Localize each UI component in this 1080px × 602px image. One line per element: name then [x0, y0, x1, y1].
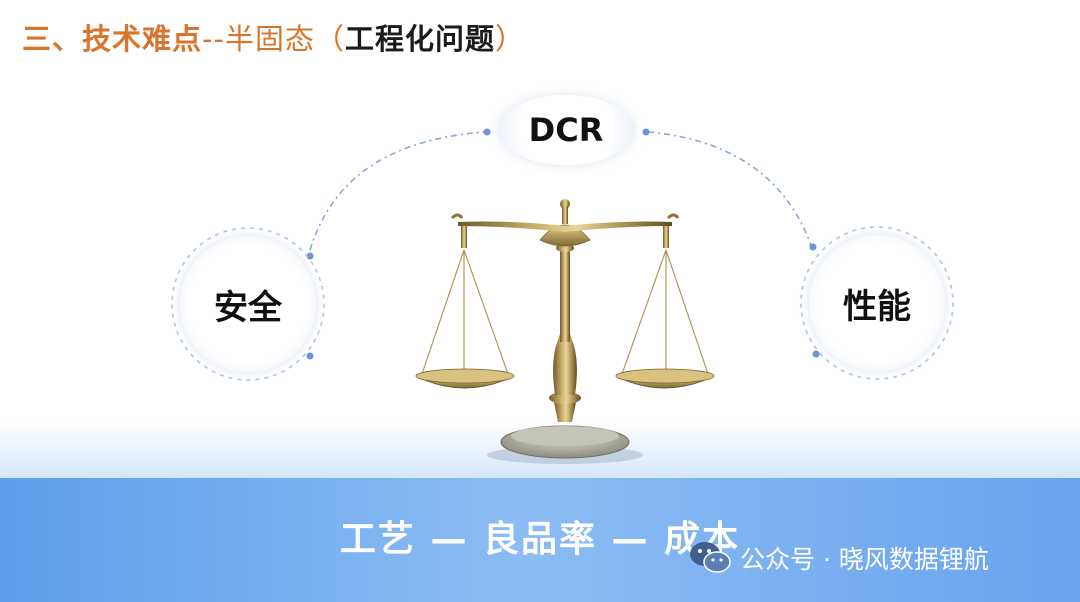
connector-dot — [306, 352, 314, 360]
node-safety-label: 安全 — [214, 287, 282, 328]
left-node-ring — [171, 227, 325, 381]
connector-dot — [306, 252, 314, 260]
connector-dot — [483, 128, 491, 136]
balance-scale-icon — [415, 199, 715, 464]
connector-top-right — [647, 131, 813, 249]
connector-left-top — [309, 131, 486, 251]
node-safety: 安全 — [180, 236, 316, 372]
connector-dot — [809, 243, 817, 251]
title-topic: 半固态 — [224, 22, 315, 56]
title-prefix: 三、技术难点 — [22, 22, 203, 56]
title-separator: -- — [202, 22, 225, 56]
right-node-ring — [800, 226, 954, 380]
node-performance-label: 性能 — [843, 286, 911, 327]
title-paren-close: ） — [495, 22, 526, 56]
title-highlight: 工程化问题 — [344, 22, 495, 56]
connector-dot — [812, 350, 820, 358]
bottom-caption: 工艺 — 良品率 — 成本 — [339, 519, 741, 560]
node-performance: 性能 — [809, 235, 945, 371]
title-paren-open: （ — [314, 22, 345, 56]
watermark-text: 公众号 · 晓风数据锂航 — [740, 545, 989, 574]
connector-dot — [642, 128, 650, 136]
node-dcr: DCR — [498, 95, 634, 165]
wechat-icon — [690, 542, 731, 573]
watermark: 公众号 · 晓风数据锂航 — [688, 540, 989, 576]
page-title: 三、技术难点--半固态（工程化问题） — [22, 16, 525, 58]
node-dcr-label: DCR — [528, 111, 604, 149]
bottom-band — [0, 478, 1080, 602]
